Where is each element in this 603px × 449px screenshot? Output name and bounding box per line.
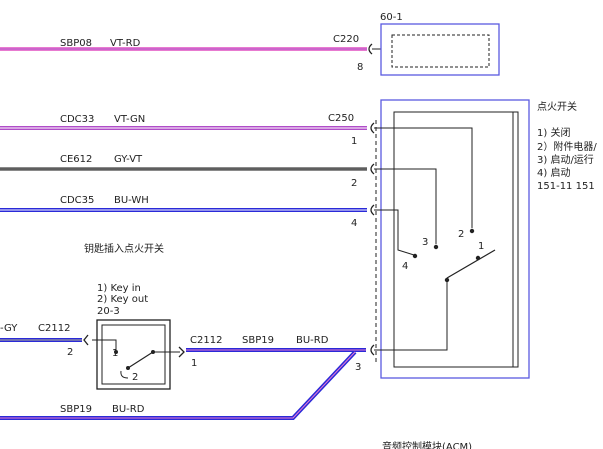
key-switch: 钥匙插入点火开关 1) Key in 2) Key out 20-3 1 2 bbox=[84, 242, 180, 390]
key-switch-legend-1: 1) Key in bbox=[97, 283, 141, 294]
wire-left-gy-color: -GY bbox=[0, 323, 18, 334]
connector-c250-pin4-icon bbox=[370, 204, 375, 216]
ignition-legend-3: 3) 启动/运行 bbox=[537, 153, 594, 166]
key-switch-legend-2: 2) Key out bbox=[97, 294, 148, 305]
connector-c250-pin3-icon bbox=[370, 344, 375, 356]
connector-c250-pin-3: 3 bbox=[355, 362, 361, 373]
connector-c2112-left: C2112 2 bbox=[38, 323, 89, 358]
ignition-legend-1: 1) 关闭 bbox=[537, 126, 570, 139]
key-switch-pin-2: 2 bbox=[132, 372, 138, 383]
acm-label: 音频控制模块(ACM) bbox=[382, 440, 472, 449]
ignition-legend-4: 4) 启动 bbox=[537, 166, 570, 179]
wire-cdc33: CDC33 VT-GN bbox=[0, 114, 367, 130]
wire-sbp19-bottom-circuit: SBP19 bbox=[60, 404, 92, 415]
wire-cdc35: CDC35 BU-WH bbox=[0, 195, 367, 212]
wire-sbp08-color: VT-RD bbox=[110, 38, 141, 49]
ignition-switch-title: 点火开关 bbox=[537, 100, 577, 113]
connector-c2112-right: C2112 1 bbox=[178, 335, 222, 369]
wire-cdc33-circuit: CDC33 bbox=[60, 114, 94, 125]
module-60-1: 60-1 bbox=[380, 12, 500, 76]
ignition-legend-2: 2）附件电器/ bbox=[537, 140, 597, 153]
wire-sbp19-top: SBP19 BU-RD bbox=[186, 335, 366, 352]
connector-c2112-left-icon bbox=[83, 334, 89, 346]
connector-c250-pin2-icon bbox=[370, 163, 375, 175]
key-switch-ref: 20-3 bbox=[97, 306, 120, 317]
key-switch-title: 钥匙插入点火开关 bbox=[84, 242, 164, 255]
wire-sbp19-bottom: SBP19 BU-RD bbox=[0, 350, 357, 420]
wire-sbp08-circuit: SBP08 bbox=[60, 38, 92, 49]
wire-sbp08: SBP08 VT-RD bbox=[0, 38, 367, 51]
connector-c220-icon bbox=[368, 43, 373, 55]
connector-c250-label: C250 bbox=[328, 113, 354, 124]
ignition-pos-4: 4 bbox=[402, 261, 408, 272]
connector-c2112-right-pin: 1 bbox=[191, 358, 197, 369]
ignition-switch: 2 3 4 1 点火开关 1) 关闭 2）附件电器/ 3) 启动/运行 4) 启… bbox=[374, 99, 597, 379]
connector-c250-pin-2: 2 bbox=[351, 178, 357, 189]
wire-ce612: CE612 GY-VT bbox=[0, 154, 367, 171]
wire-cdc33-color: VT-GN bbox=[114, 114, 145, 125]
connector-c2112-left-pin: 2 bbox=[67, 347, 73, 358]
wire-sbp19-top-color: BU-RD bbox=[296, 335, 329, 346]
ignition-pos-2: 2 bbox=[458, 229, 464, 240]
wire-cdc35-circuit: CDC35 bbox=[60, 195, 94, 206]
ignition-pos-1: 1 bbox=[478, 241, 484, 252]
connector-c2112-left-label: C2112 bbox=[38, 323, 70, 334]
connector-c250-pin1-icon bbox=[370, 122, 375, 134]
wire-left-gy: -GY bbox=[0, 323, 82, 342]
connector-c220-pin: 8 bbox=[357, 62, 363, 73]
wire-cdc35-color: BU-WH bbox=[114, 195, 149, 206]
connector-c250-pin-4: 4 bbox=[351, 218, 357, 229]
ignition-pos-3: 3 bbox=[422, 237, 428, 248]
wire-sbp19-top-circuit: SBP19 bbox=[242, 335, 274, 346]
wire-ce612-circuit: CE612 bbox=[60, 154, 92, 165]
connector-c2112-right-icon bbox=[178, 346, 185, 358]
connector-c250: C250 1 2 4 3 bbox=[328, 113, 377, 373]
connector-c250-pin-1: 1 bbox=[351, 136, 357, 147]
connector-c2112-right-label: C2112 bbox=[190, 335, 222, 346]
module-60-1-label: 60-1 bbox=[380, 12, 403, 23]
key-switch-pin-1: 1 bbox=[112, 348, 118, 359]
wire-ce612-color: GY-VT bbox=[114, 154, 143, 165]
connector-c220: C220 8 bbox=[333, 34, 381, 73]
connector-c220-label: C220 bbox=[333, 34, 359, 45]
ignition-refs: 151-11 151 bbox=[537, 181, 595, 192]
wire-sbp19-bottom-color: BU-RD bbox=[112, 404, 145, 415]
